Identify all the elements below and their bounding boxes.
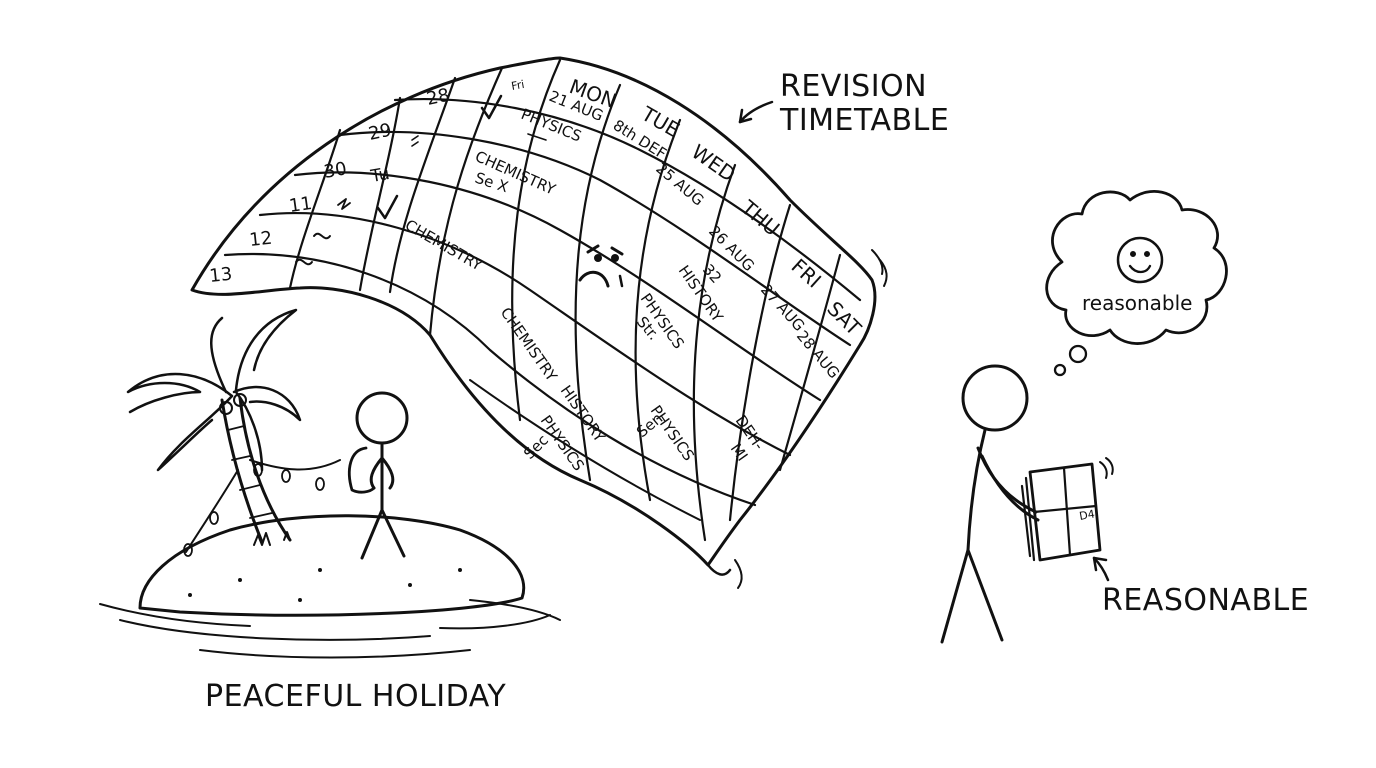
date-header-27aug: 27 AUG <box>757 281 808 335</box>
entry-chemistry-3: CHEMISTRY <box>497 304 561 385</box>
caption-revision: REVISION <box>780 69 927 104</box>
backpack-icon <box>348 446 376 494</box>
stick-figure-on-island <box>348 391 409 560</box>
caption-timetable: TIMETABLE <box>779 103 949 138</box>
left-date-13: 13 <box>208 264 233 287</box>
sad-face-icon <box>578 244 624 288</box>
checkmark-1 <box>480 94 503 120</box>
island <box>138 514 526 617</box>
held-sheet-note: D4 <box>1078 507 1095 522</box>
left-day-fri: Fri <box>510 78 525 93</box>
entry-chemistry-2: CHEMISTRY <box>402 216 486 275</box>
thought-bubble: reasonable <box>1045 190 1228 377</box>
reasonable-scene: reasonable D4 <box>940 190 1228 644</box>
island-scene <box>99 308 561 659</box>
left-date-30: 30 <box>322 158 348 183</box>
checkmark-2 <box>376 194 399 220</box>
left-date-12: 12 <box>248 228 273 251</box>
left-date-29: 29 <box>367 120 394 145</box>
caption-reasonable: REASONABLE <box>1102 583 1309 618</box>
day-header-fri: FRI <box>787 254 826 293</box>
day-header-sat: SAT <box>822 297 866 341</box>
left-date-11: 11 <box>288 193 314 217</box>
thought-text: reasonable <box>1082 291 1193 315</box>
left-day-tu: Tu <box>368 164 391 187</box>
revision-timetable-label: REVISION TIMETABLE <box>738 69 949 138</box>
left-date-28: 28 <box>425 85 452 110</box>
caption-peaceful-holiday: PEACEFUL HOLIDAY <box>205 679 506 714</box>
held-timetable-sheet: D4 <box>1020 457 1114 562</box>
smiley-face-icon <box>1116 236 1164 284</box>
stick-figure-reasonable <box>940 364 1040 644</box>
arrow-to-timetable-icon <box>738 100 774 124</box>
palm-tree <box>220 398 264 544</box>
